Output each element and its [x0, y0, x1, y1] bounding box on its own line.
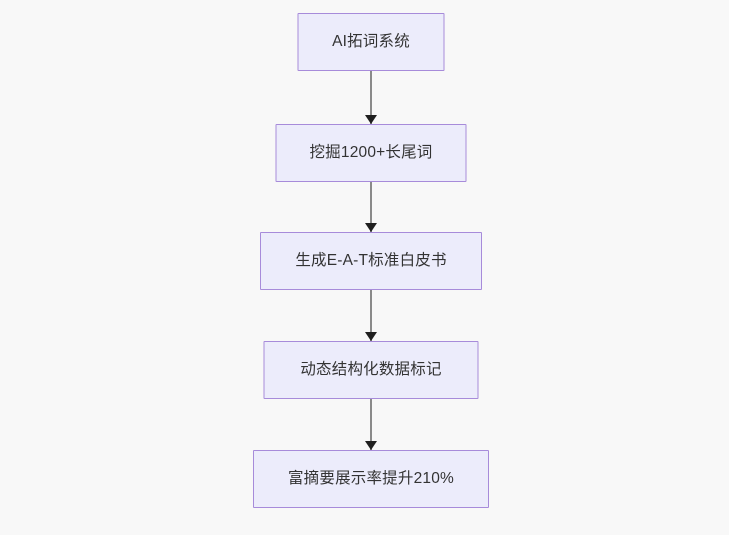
- node-label: 生成E-A-T标准白皮书: [295, 252, 447, 270]
- arrowhead-icon: [365, 332, 377, 341]
- flowchart-node-n3[interactable]: 生成E-A-T标准白皮书: [260, 232, 482, 290]
- edge-n1-n2: [364, 71, 378, 124]
- edge-line: [370, 399, 372, 450]
- edge-n3-n4: [364, 290, 378, 341]
- node-label: 动态结构化数据标记: [300, 361, 442, 379]
- flowchart-node-n1[interactable]: AI拓词系统: [297, 13, 445, 71]
- edge-line: [370, 290, 372, 341]
- flowchart-node-n5[interactable]: 富摘要展示率提升210%: [253, 450, 489, 508]
- edge-n2-n3: [364, 182, 378, 232]
- arrowhead-icon: [365, 223, 377, 232]
- node-label: 挖掘1200+长尾词: [309, 144, 433, 162]
- edge-line: [370, 182, 372, 232]
- arrowhead-icon: [365, 115, 377, 124]
- node-label: 富摘要展示率提升210%: [287, 470, 455, 488]
- node-label: AI拓词系统: [332, 33, 410, 51]
- arrowhead-icon: [365, 441, 377, 450]
- flowchart-node-n4[interactable]: 动态结构化数据标记: [263, 341, 479, 399]
- flowchart-node-n2[interactable]: 挖掘1200+长尾词: [275, 124, 467, 182]
- edge-line: [370, 71, 372, 124]
- edge-n4-n5: [364, 399, 378, 450]
